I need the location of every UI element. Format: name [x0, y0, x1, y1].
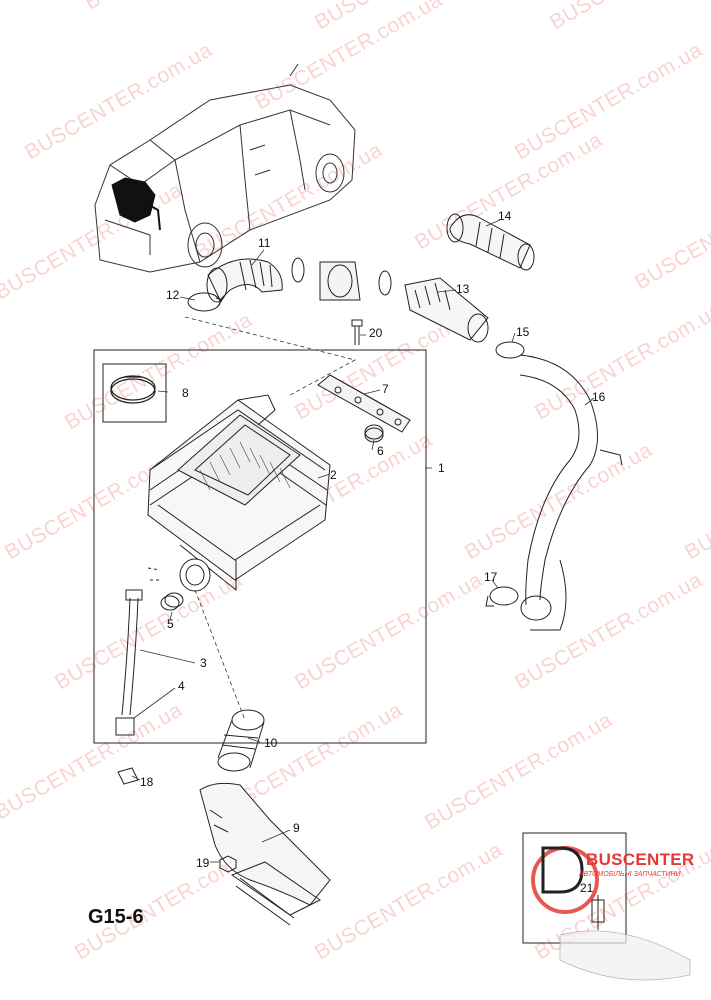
watermark-text: BUSCENTER.com.ua — [631, 168, 711, 294]
watermark-text: BUSCENTER.com.ua — [511, 38, 706, 164]
part-13-hose — [404, 277, 489, 343]
callout-6: 6 — [377, 444, 384, 458]
callout-11: 11 — [258, 236, 271, 250]
part-18-clip — [117, 767, 139, 785]
air-filter-box-icon — [147, 394, 331, 592]
callout-18: 18 — [140, 775, 154, 789]
logo-icon: 21 — [522, 832, 691, 981]
watermark-text: BUSCENTER.com.ua — [51, 568, 246, 694]
watermark-text: BUSCENTER.com.ua — [191, 138, 386, 264]
clamp-icon — [187, 292, 223, 312]
part-14-hose — [446, 213, 535, 271]
callout-8: 8 — [182, 386, 189, 400]
callout-13: 13 — [456, 282, 470, 296]
watermark-text: BUSCENTER.com.ua — [421, 708, 616, 834]
watermark-text: BUSCENTER.com.ua — [511, 568, 706, 694]
callout-5: 5 — [167, 617, 174, 631]
part-6-grommet — [364, 424, 384, 443]
watermark-text: BUSCENTER.com.ua — [546, 0, 711, 34]
callout-1: 1 — [438, 461, 445, 475]
callout-12: 12 — [166, 288, 180, 302]
part-20-bolt — [351, 319, 363, 345]
watermark-text: BUSCENTER.com.ua — [461, 438, 656, 564]
callout-19: 19 — [196, 856, 210, 870]
clamp-icon — [110, 375, 156, 404]
watermark-text: BUSCENTER.com.ua — [0, 178, 186, 304]
callout-15: 15 — [516, 325, 530, 339]
callouts: 1 2 3 4 5 6 7 8 9 10 11 12 13 14 15 16 1… — [140, 209, 606, 870]
hose-icon — [115, 567, 161, 736]
watermark-text: BUSCENTER.com.ua — [81, 0, 276, 14]
part-7-bracket — [317, 374, 411, 433]
part-5-fitting — [160, 592, 184, 611]
leader-lines — [131, 219, 595, 863]
callout-4: 4 — [178, 679, 185, 693]
watermark-text: BUSCENTER.com.ua — [21, 38, 216, 164]
part-8-box — [102, 363, 167, 423]
part-10-hose — [217, 709, 265, 772]
part-9-duct — [199, 782, 331, 926]
part-11-hose — [206, 258, 283, 303]
callout-14: 14 — [498, 209, 512, 223]
watermark-text: BUSCENTER.com.ua — [291, 568, 486, 694]
air-flow-sensor — [291, 257, 392, 301]
callout-7: 7 — [382, 382, 389, 396]
watermark-text: BUSCENTER.com.ua — [311, 838, 506, 964]
logo-brand: BUSCENTER — [586, 850, 695, 869]
assembly-frame — [93, 349, 427, 744]
part-16-pipe — [519, 354, 623, 631]
callout-9: 9 — [293, 821, 300, 835]
callout-20: 20 — [369, 326, 383, 340]
clamp-icon — [495, 341, 525, 359]
car-outline-icon — [94, 63, 356, 273]
callout-21: 21 — [580, 881, 594, 895]
watermark-text: BUSCENTER.com.ua — [0, 698, 186, 824]
clamp-icon — [485, 586, 519, 607]
callout-10: 10 — [264, 736, 278, 750]
watermark-text: BUSCENTER.com.ua — [531, 298, 711, 424]
callout-16: 16 — [592, 390, 606, 404]
watermark-text: BUSCENTER.com.ua — [681, 438, 711, 564]
diagram-code: G15-6 — [88, 906, 144, 928]
part-19-nut — [219, 855, 237, 873]
logo-tagline: АВТОМОБІЛЬНІ ЗАПЧАСТИНИ — [579, 871, 681, 878]
callout-17: 17 — [484, 570, 498, 584]
callout-2: 2 — [330, 468, 337, 482]
callout-3: 3 — [200, 656, 207, 670]
